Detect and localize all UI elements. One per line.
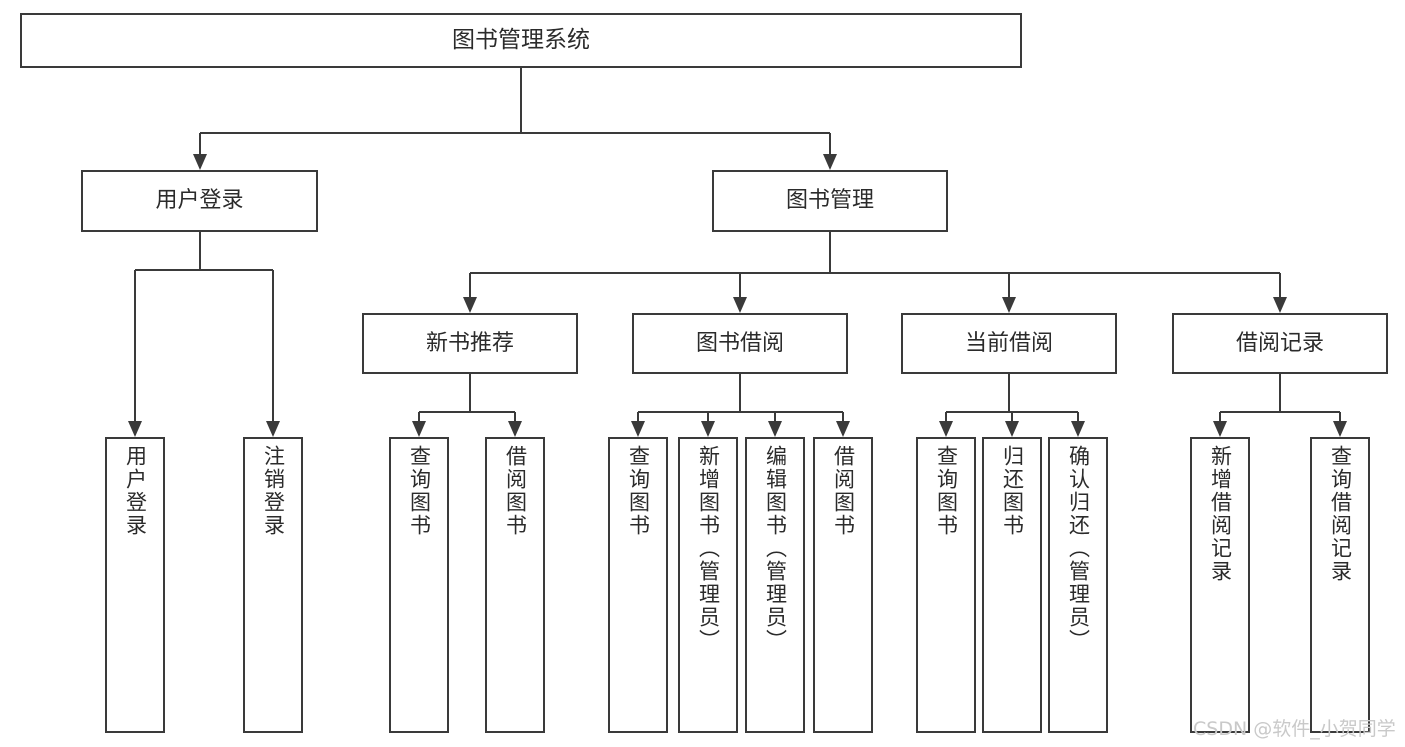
connector-drop xyxy=(1279,273,1281,311)
connector-stem xyxy=(1008,374,1010,412)
arrowhead-icon xyxy=(631,421,645,437)
node-leaf-borrow-book-br[interactable]: 借阅图书 xyxy=(813,437,873,733)
connector-stem xyxy=(469,374,471,412)
connector-bookmanage-stem xyxy=(829,232,831,273)
node-label: 查询借阅记录 xyxy=(1328,445,1353,583)
arrowhead-icon xyxy=(1333,421,1347,437)
node-leaf-return-book[interactable]: 归还图书 xyxy=(982,437,1042,733)
connector-bookmanage-bus xyxy=(470,272,1280,274)
connector-root-stem xyxy=(520,68,522,133)
arrowhead-icon xyxy=(508,421,522,437)
arrowhead-icon xyxy=(836,421,850,437)
node-label: 新增图书（管理员） xyxy=(696,445,721,652)
arrowhead-icon xyxy=(192,154,207,170)
node-borrow-record[interactable]: 借阅记录 xyxy=(1172,313,1388,374)
connector-stem xyxy=(198,232,201,270)
arrowhead-icon xyxy=(1071,421,1085,437)
connector-bus xyxy=(419,411,515,413)
arrowhead-icon xyxy=(463,297,477,313)
connector-bus xyxy=(135,269,273,271)
node-leaf-borrow-book-new[interactable]: 借阅图书 xyxy=(485,437,545,733)
node-user-login[interactable]: 用户登录 xyxy=(81,170,318,232)
arrowhead-icon xyxy=(266,421,280,437)
node-label: 图书借阅 xyxy=(695,330,784,356)
node-new-book-recommend[interactable]: 新书推荐 xyxy=(362,313,578,374)
connector-stem xyxy=(1279,374,1281,412)
connector-drop xyxy=(1008,273,1010,311)
node-book-borrow[interactable]: 图书借阅 xyxy=(632,313,848,374)
node-current-borrow[interactable]: 当前借阅 xyxy=(901,313,1117,374)
connector-root-bus xyxy=(199,132,830,134)
connector-drop xyxy=(469,273,471,311)
arrowhead-icon xyxy=(701,421,715,437)
node-leaf-confirm-return[interactable]: 确认归还（管理员） xyxy=(1048,437,1108,733)
node-label: 当前借阅 xyxy=(964,330,1053,356)
node-leaf-logout-login[interactable]: 注销登录 xyxy=(243,437,303,733)
node-label: 用户登录 xyxy=(155,188,244,214)
arrowhead-icon xyxy=(128,421,142,437)
node-label: 查询图书 xyxy=(934,445,959,537)
connector-stem xyxy=(739,374,741,412)
node-label: 借阅图书 xyxy=(503,445,528,537)
node-leaf-edit-book[interactable]: 编辑图书（管理员） xyxy=(745,437,805,733)
arrowhead-icon xyxy=(1005,421,1019,437)
node-label: 借阅记录 xyxy=(1235,330,1324,356)
connector-drop xyxy=(134,270,136,435)
node-label: 确认归还（管理员） xyxy=(1066,445,1091,652)
node-leaf-add-book[interactable]: 新增图书（管理员） xyxy=(678,437,738,733)
arrowhead-icon xyxy=(1002,297,1016,313)
connector-drop xyxy=(198,133,201,168)
arrowhead-icon xyxy=(768,421,782,437)
connector-drop xyxy=(739,273,741,311)
arrowhead-icon xyxy=(1273,297,1287,313)
node-book-management[interactable]: 图书管理 xyxy=(712,170,948,232)
node-leaf-query-book-br[interactable]: 查询图书 xyxy=(608,437,668,733)
node-label: 用户登录 xyxy=(123,445,148,537)
node-label: 图书管理 xyxy=(785,188,874,214)
connector-bus xyxy=(1220,411,1340,413)
node-leaf-user-login[interactable]: 用户登录 xyxy=(105,437,165,733)
connector-drop xyxy=(272,270,274,435)
node-label: 查询图书 xyxy=(407,445,432,537)
node-leaf-query-record[interactable]: 查询借阅记录 xyxy=(1310,437,1370,733)
node-leaf-query-book-cb[interactable]: 查询图书 xyxy=(916,437,976,733)
node-root-book-management-system[interactable]: 图书管理系统 xyxy=(20,13,1022,68)
node-label: 借阅图书 xyxy=(831,445,856,537)
arrowhead-icon xyxy=(412,421,426,437)
arrowhead-icon xyxy=(1213,421,1227,437)
arrowhead-icon xyxy=(939,421,953,437)
node-label: 查询图书 xyxy=(626,445,651,537)
node-label: 图书管理系统 xyxy=(452,27,590,54)
node-label: 新书推荐 xyxy=(425,330,514,356)
connector-bus xyxy=(638,411,843,413)
node-label: 新增借阅记录 xyxy=(1208,445,1233,583)
node-label: 编辑图书（管理员） xyxy=(763,445,788,652)
arrowhead-icon xyxy=(823,154,837,170)
connector-drop xyxy=(829,133,831,168)
node-leaf-add-record[interactable]: 新增借阅记录 xyxy=(1190,437,1250,733)
node-label: 注销登录 xyxy=(261,445,286,537)
arrowhead-icon xyxy=(733,297,747,313)
node-leaf-query-book-new[interactable]: 查询图书 xyxy=(389,437,449,733)
node-label: 归还图书 xyxy=(1000,445,1025,537)
